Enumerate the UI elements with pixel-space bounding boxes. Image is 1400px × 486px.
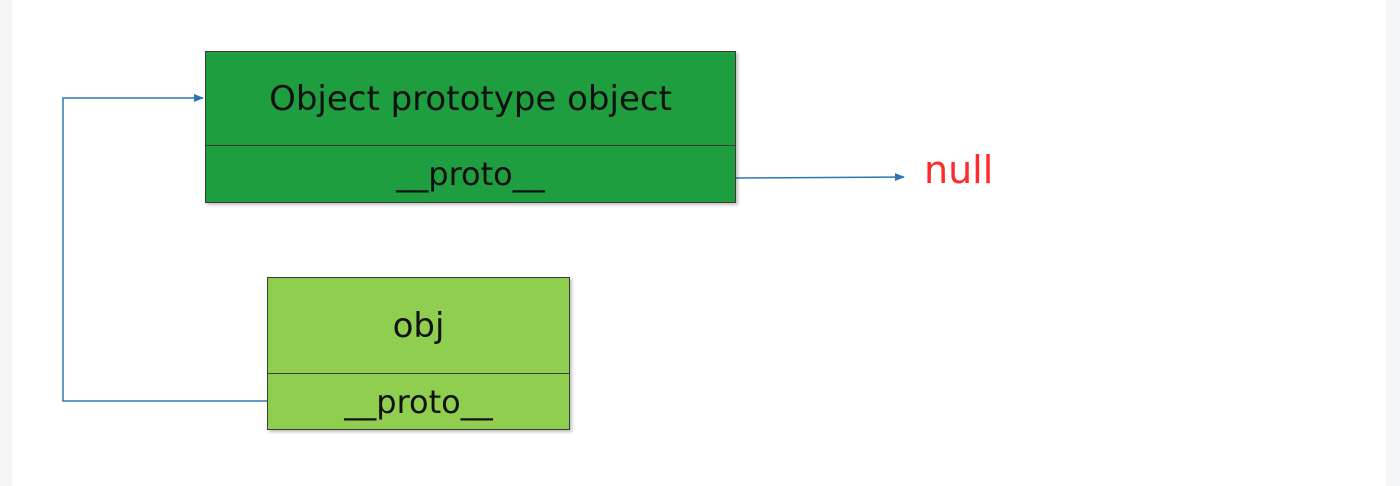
obj-proto-field: __proto__ xyxy=(344,382,493,421)
null-label: null xyxy=(924,148,994,192)
obj-node: obj __proto__ xyxy=(267,277,570,430)
object-prototype-node: Object prototype object __proto__ xyxy=(205,51,736,203)
object-prototype-title: Object prototype object xyxy=(206,52,735,146)
obj-title: obj xyxy=(268,278,569,374)
object-prototype-proto-field: __proto__ xyxy=(396,155,545,193)
